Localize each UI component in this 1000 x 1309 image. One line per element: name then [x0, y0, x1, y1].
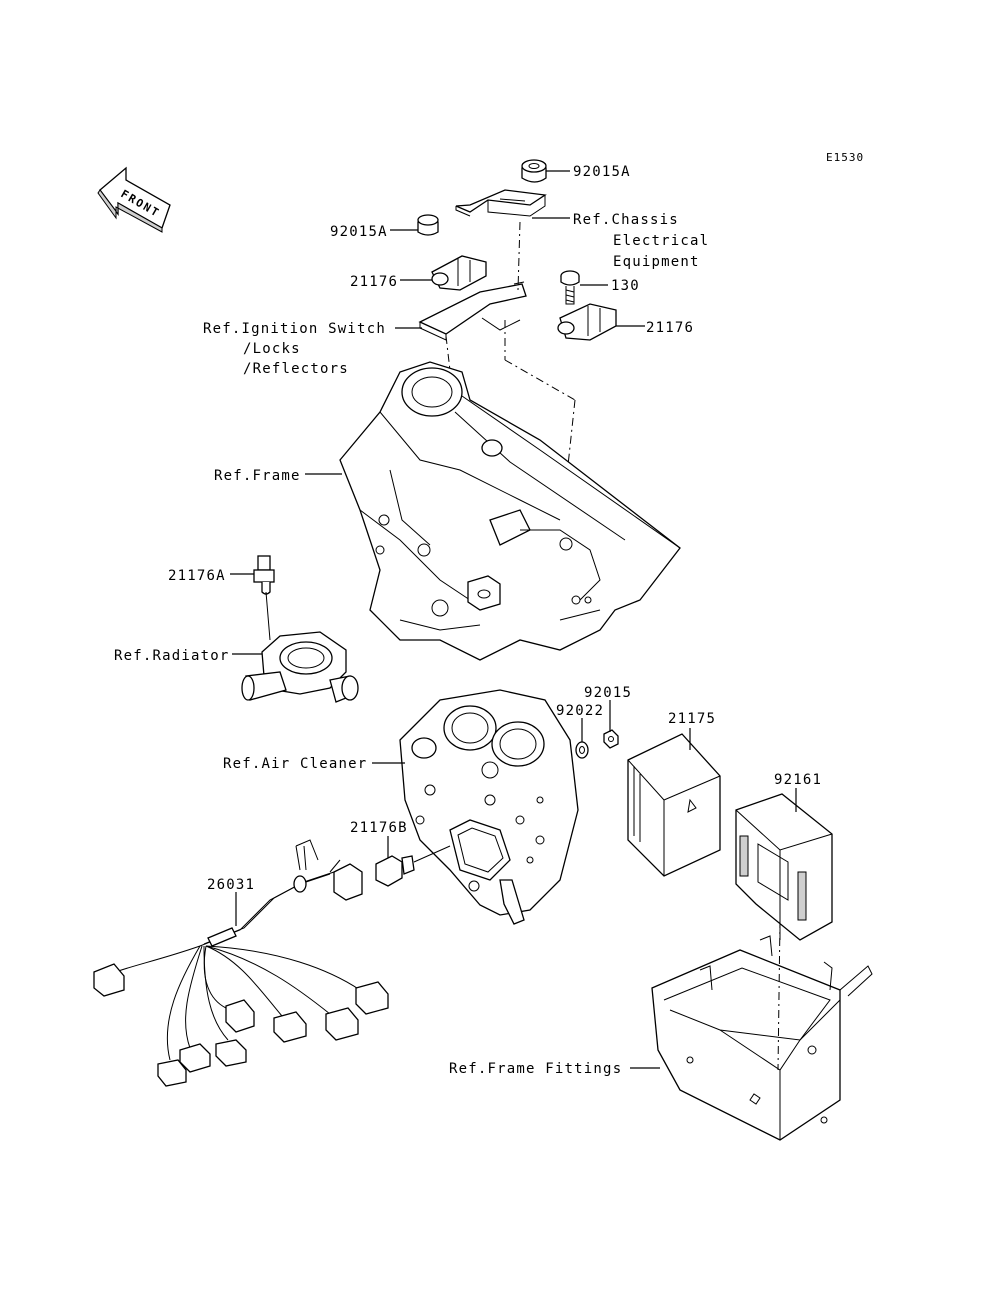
wiring-harness: [93, 839, 389, 1087]
callout-bolt: 130: [611, 278, 640, 294]
chassis-bracket: [455, 189, 547, 217]
callout-ecu-cover: 92161: [774, 772, 822, 788]
ignition-bracket: [418, 281, 527, 341]
ecu-cover-icon: [735, 793, 833, 941]
callout-ref-air-cleaner: Ref.Air Cleaner: [223, 756, 367, 772]
callout-nut-small: 92015: [584, 685, 632, 701]
sensor-b-icon: [375, 845, 451, 887]
callout-ref-frame: Ref.Frame: [214, 468, 301, 484]
nut-left-icon: [417, 214, 439, 236]
sensor-right-icon: [557, 303, 617, 341]
callout-ref-chassis-3: Equipment: [613, 254, 700, 270]
sensor-left-icon: [431, 255, 487, 291]
callout-ecu: 21175: [668, 711, 716, 727]
callout-sensor-right: 21176: [646, 320, 694, 336]
nut-small-icon: [603, 729, 619, 749]
callout-ref-chassis-1: Ref.Chassis: [573, 212, 679, 228]
ecu-icon: [627, 733, 721, 877]
radiator-housing: [241, 631, 359, 703]
diagram-code: E1530: [826, 151, 864, 164]
frame-illustration: [339, 361, 681, 661]
callout-harness: 26031: [207, 877, 255, 893]
nut-top-icon: [521, 159, 547, 183]
callout-ref-ignition-2: /Locks: [243, 341, 301, 357]
callout-nut-left: 92015A: [330, 224, 388, 240]
callout-ref-ignition-1: Ref.Ignition Switch: [203, 321, 386, 337]
front-arrow-icon: FRONT: [97, 166, 171, 233]
callout-washer: 92022: [556, 703, 604, 719]
callout-ref-chassis-2: Electrical: [613, 233, 709, 249]
sensor-a-icon: [253, 555, 275, 641]
callout-nut-top: 92015A: [573, 164, 631, 180]
callout-sensor-a: 21176A: [168, 568, 226, 584]
callout-ref-frame-fittings: Ref.Frame Fittings: [449, 1061, 622, 1077]
frame-fittings-tray: [651, 935, 873, 1141]
washer-icon: [575, 741, 589, 759]
callout-ref-radiator: Ref.Radiator: [114, 648, 230, 664]
callout-sensor-b: 21176B: [350, 820, 408, 836]
callout-ref-ignition-3: /Reflectors: [243, 361, 349, 377]
bolt-icon: [560, 270, 580, 305]
callout-sensor-left: 21176: [350, 274, 398, 290]
air-cleaner-plate: [399, 689, 579, 925]
